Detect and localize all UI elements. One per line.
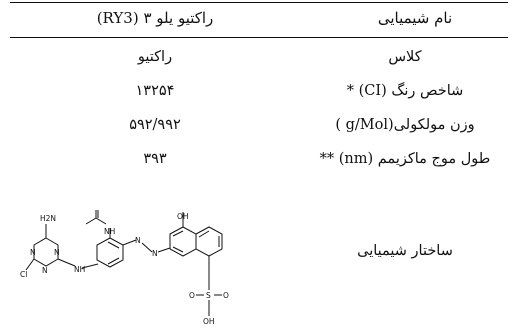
- table-row: وزن مولکولی(g/Mol ) ۵۹۲/۹۹۲: [0, 117, 517, 145]
- triazine-ring: [33, 237, 59, 267]
- nh-bond: [57, 258, 76, 267]
- naphthalene-double-bond: [172, 246, 184, 253]
- chemical-structure-diagram: H2N Cl N N N NH NH O N N OH S O O OH: [20, 202, 229, 326]
- atom-label: NH: [74, 265, 85, 274]
- row-value: ۱۳۲۵۴: [135, 83, 175, 99]
- row-property: کلاس: [388, 49, 422, 65]
- acetamido-bond: [95, 217, 107, 225]
- row-value: ۵۹۲/۹۹۲: [129, 117, 181, 133]
- atom-label: N: [135, 236, 141, 245]
- azo-double-bond: [141, 242, 153, 253]
- azo-bond: [122, 239, 137, 246]
- row-property: طول موج ماکزیمم (nm) **: [319, 151, 491, 167]
- atom-label: OH: [203, 317, 215, 326]
- table-row: طول موج ماکزیمم (nm) ** ۳۹۳: [0, 151, 517, 179]
- row-property: وزن مولکولی(g/Mol ): [335, 117, 475, 133]
- table-row: کلاس راکتیو: [0, 49, 517, 77]
- chloro-bond: [25, 258, 35, 271]
- structure-label: ساختار شیمیایی: [357, 243, 453, 259]
- atom-label: N: [54, 248, 60, 257]
- chemical-structure: H2N Cl N N N NH NH O N N OH S O O OH: [20, 202, 300, 331]
- structure-bonds: [25, 210, 223, 316]
- benzene-double-bond: [107, 257, 120, 265]
- header-property: نام شیمیایی: [377, 9, 453, 27]
- top-rule: [10, 2, 508, 3]
- header-rule: [10, 37, 508, 38]
- acetamido-methyl-bond: [85, 217, 97, 225]
- row-property: شاخص رنگ (CI) *: [346, 83, 464, 99]
- atom-label: O: [93, 210, 99, 211]
- benzene-double-bond: [107, 241, 120, 249]
- naphthalene-ring-right: [195, 226, 223, 257]
- atom-label: OH: [177, 212, 189, 221]
- atom-label: N: [42, 266, 48, 275]
- naphthalene-double-bond: [172, 230, 184, 237]
- atom-label: Cl: [20, 270, 27, 279]
- row-value: راکتیو: [137, 49, 173, 65]
- atom-label: S: [206, 291, 211, 300]
- header-dye-name: راکتیو یلو ۳ (RY3): [96, 9, 214, 27]
- atom-label: O: [223, 291, 229, 300]
- atom-label: O: [189, 291, 195, 300]
- atom-label: H2N: [40, 214, 56, 223]
- table-row: شاخص رنگ (CI) * ۱۳۲۵۴: [0, 83, 517, 111]
- atom-label: N: [30, 248, 36, 257]
- atom-label: NH: [104, 227, 115, 236]
- nh-aryl-bond: [81, 263, 99, 269]
- azo-aryl-bond: [157, 247, 171, 253]
- row-value: ۳۹۳: [143, 151, 167, 167]
- atom-label: N: [152, 249, 158, 258]
- naphthalene-double-bond: [198, 230, 210, 238]
